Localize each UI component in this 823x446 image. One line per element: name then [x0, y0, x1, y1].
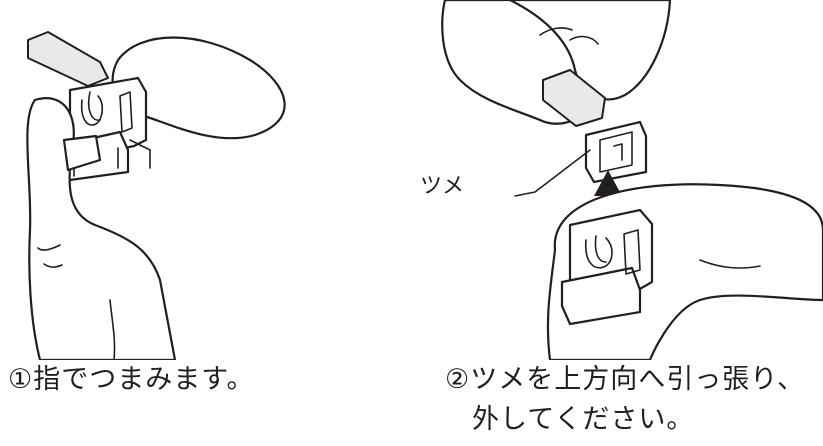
step-2-caption-line-1: ②ツメを上方向へ引っ張り、: [445, 364, 806, 395]
claw-piece: [542, 69, 648, 184]
lower-connector: [560, 208, 654, 326]
claw-callout-label: ツメ: [420, 174, 465, 199]
step-1-caption: ①指でつまみます。: [8, 364, 255, 395]
step-2-illustration: [441, 0, 823, 360]
step-2-panel: ツメ ②ツメを上方向へ引っ張り、 外してください。: [400, 0, 823, 446]
step-2-caption-line-2: 外してください。: [472, 404, 695, 435]
step-1-panel: ①指でつまみます。: [0, 0, 400, 446]
callout-leader: [514, 149, 591, 197]
connector-front: [62, 134, 102, 172]
step-1-illustration: [26, 31, 286, 360]
